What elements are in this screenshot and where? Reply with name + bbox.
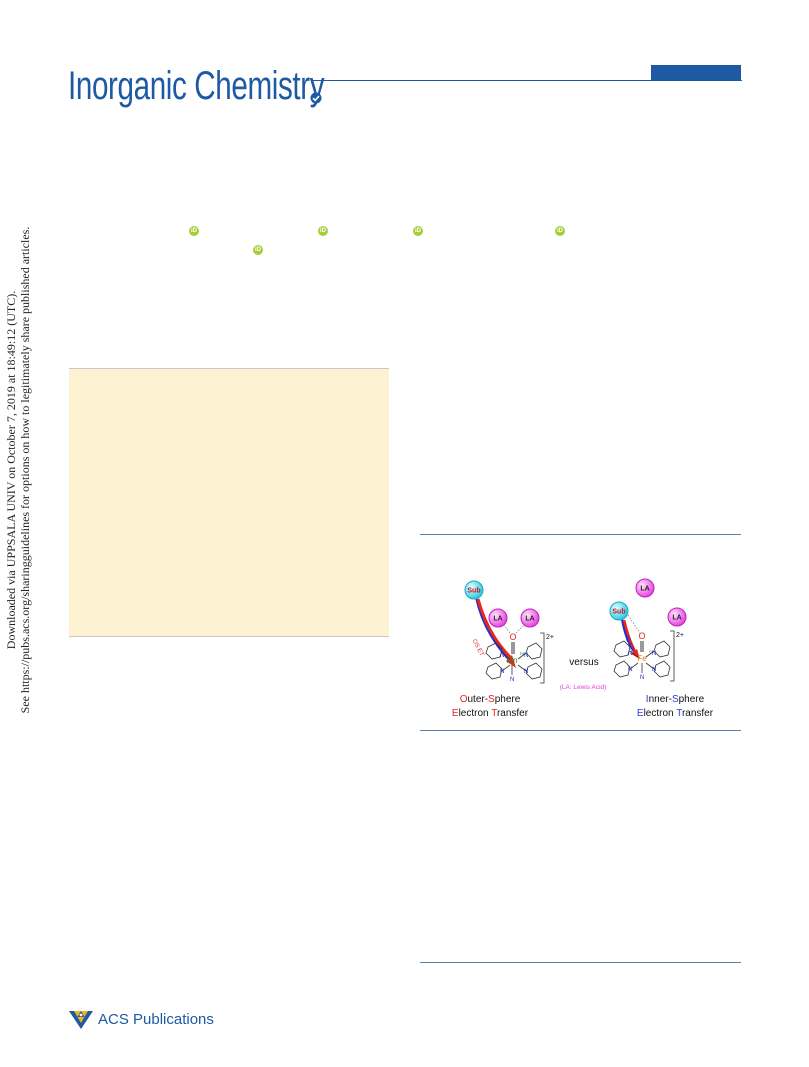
oxidation-state: IV — [649, 649, 653, 654]
caption-segment: phere — [679, 694, 705, 705]
caption-segment: ransfer — [497, 708, 529, 719]
svg-text:Inner-Sphere: Inner-Sphere — [646, 694, 705, 705]
svg-text:Outer-Sphere: Outer-Sphere — [460, 694, 521, 705]
n-label: N — [524, 669, 528, 675]
header-rule — [312, 80, 742, 81]
oxidation-state: IV — [520, 651, 524, 656]
caption-segment: O — [460, 694, 468, 705]
outer-sphere-scheme: OS ET Sub LA LA O Mn IV N N N N N 2+ — [464, 580, 554, 684]
orcid-icon[interactable]: iD — [318, 226, 328, 236]
figure-top-rule — [420, 534, 741, 535]
acs-logo-icon[interactable] — [68, 1008, 94, 1030]
inner-sphere-caption: Inner-Sphere Electron Transfer — [637, 694, 714, 719]
caption-segment: nner- — [649, 694, 672, 705]
svg-text:Electron Transfer: Electron Transfer — [637, 708, 714, 719]
journal-title: Inorganic Chemistry — [68, 64, 325, 108]
os-et-label: OS ET — [471, 639, 485, 658]
oxo-label: O — [638, 631, 645, 641]
n-label: N — [628, 667, 632, 673]
toc-graphic: OS ET Sub LA LA O Mn IV N N N N N 2+ ver… — [452, 578, 714, 719]
orcid-icon[interactable]: iD — [555, 226, 565, 236]
column-bottom-rule — [420, 962, 741, 963]
svg-text:Electron Transfer: Electron Transfer — [452, 708, 529, 719]
lewis-acid-sphere — [520, 608, 540, 628]
lewis-acid-sphere — [635, 578, 655, 598]
la-label: LA — [672, 615, 681, 622]
orcid-icon[interactable]: iD — [189, 226, 199, 236]
la-label: LA — [640, 586, 649, 593]
n-label: N — [628, 651, 632, 657]
caption-segment: ransfer — [682, 708, 714, 719]
sub-label: Sub — [467, 588, 480, 595]
metal-label: Fe — [637, 654, 647, 663]
download-notice: Downloaded via UPPSALA UNIV on October 7… — [4, 190, 44, 750]
sub-label: Sub — [612, 609, 625, 616]
substrate-sphere — [464, 580, 484, 600]
n-label: N — [500, 669, 504, 675]
caption-segment: T — [676, 708, 682, 719]
caption-segment: T — [491, 708, 497, 719]
la-label: LA — [493, 616, 502, 623]
caption-segment: S — [488, 694, 495, 705]
figure-bottom-rule — [420, 730, 741, 731]
lewis-acid-sphere — [667, 607, 687, 627]
abstract-box — [69, 368, 389, 637]
substrate-sphere — [609, 601, 629, 621]
inner-sphere-scheme: LA LA IS ET Sub O Fe IV N N N N N 2+ — [609, 578, 687, 682]
caption-segment: I — [646, 694, 649, 705]
publisher-name[interactable]: ACS Publications — [98, 1011, 214, 1028]
is-et-label: IS ET — [623, 635, 634, 651]
caption-segment: S — [672, 694, 679, 705]
charge-label: 2+ — [546, 634, 554, 641]
oxo-label: O — [509, 632, 516, 642]
n-label: N — [652, 667, 656, 673]
n-label: N — [524, 653, 528, 659]
download-notice-line: See https://pubs.acs.org/sharingguidelin… — [18, 226, 32, 714]
la-label: LA — [525, 616, 534, 623]
download-notice-line: Downloaded via UPPSALA UNIV on October 7… — [4, 290, 18, 650]
caption-segment: E — [452, 708, 459, 719]
caption-segment: lectron — [644, 708, 677, 719]
caption-segment: phere — [495, 694, 521, 705]
open-access-check-icon — [310, 92, 322, 104]
n-label: N — [652, 651, 656, 657]
n-label: N — [510, 677, 514, 683]
versus-label: versus — [569, 657, 598, 668]
caption-segment: E — [637, 708, 644, 719]
orcid-icon[interactable]: iD — [253, 245, 263, 255]
header-tab — [651, 65, 741, 80]
caption-segment: uter- — [467, 694, 488, 705]
n-label: N — [500, 653, 504, 659]
lewis-acid-sphere — [488, 608, 508, 628]
n-label: N — [640, 675, 644, 681]
charge-label: 2+ — [676, 632, 684, 639]
orcid-icon[interactable]: iD — [413, 226, 423, 236]
metal-label: Mn — [506, 656, 517, 665]
lewis-acid-caption: (LA: Lewis Acid) — [560, 684, 607, 691]
outer-sphere-caption: Outer-Sphere Electron Transfer — [452, 694, 529, 719]
caption-segment: lectron — [459, 708, 492, 719]
